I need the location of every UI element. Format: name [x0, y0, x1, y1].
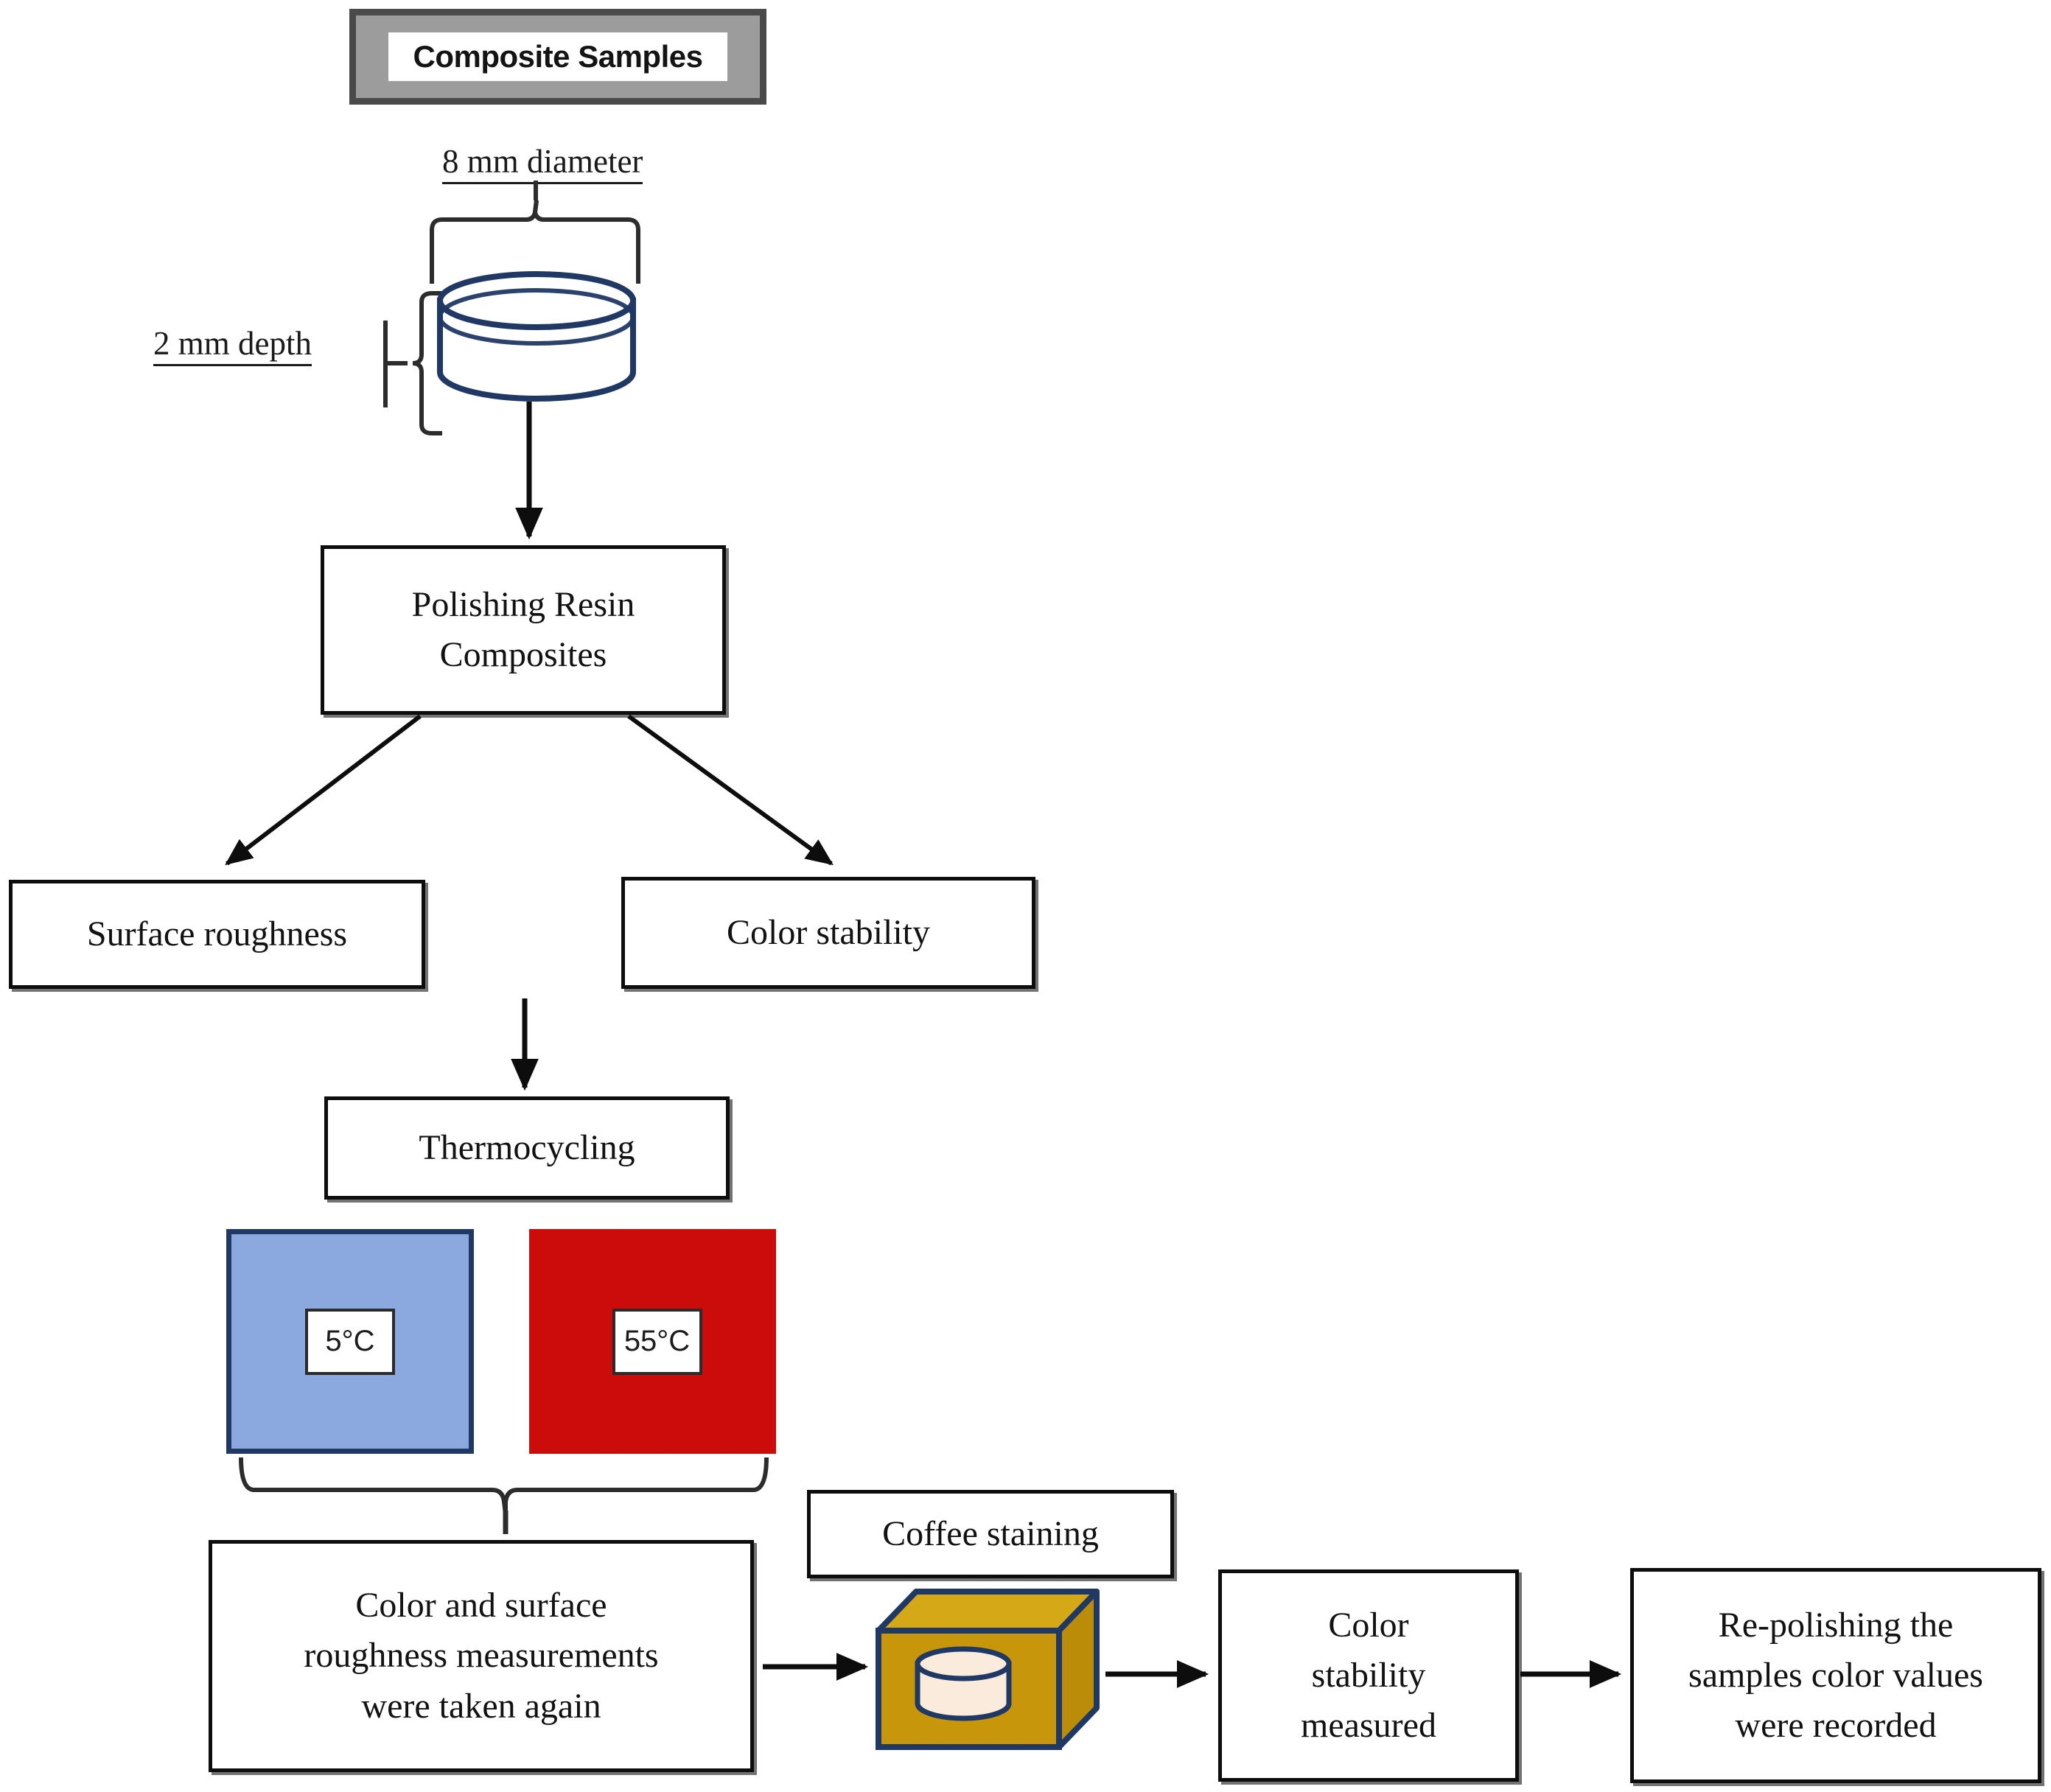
- hot-temp-value: 55°C: [612, 1308, 702, 1375]
- coffee-staining-box[interactable]: Coffee staining: [807, 1490, 1174, 1578]
- color-stability-box[interactable]: Color stability: [621, 877, 1035, 989]
- coffee-staining-label: Coffee staining: [882, 1513, 1099, 1553]
- hot-bath-square: 55°C: [529, 1229, 776, 1454]
- color-stability-measured-box[interactable]: Color stability measured: [1218, 1569, 1519, 1782]
- measurements-repeated-box[interactable]: Color and surface roughness measurements…: [209, 1540, 754, 1772]
- diameter-brace: [430, 181, 640, 284]
- repolishing-line-1: Re-polishing the: [1718, 1605, 1954, 1645]
- depth-label: 2 mm depth: [153, 324, 312, 366]
- thermocycling-label: Thermocycling: [419, 1127, 635, 1167]
- polishing-line-2: Composites: [439, 635, 607, 674]
- coffee-container-3d: [876, 1589, 1100, 1750]
- cold-bath-square: 5°C: [226, 1229, 474, 1454]
- measurements-line-1: Color and surface: [355, 1586, 607, 1625]
- color-stability-label: Color stability: [727, 912, 930, 952]
- surface-roughness-label: Surface roughness: [86, 914, 348, 953]
- arrow-polishing-to-color-stability: [627, 714, 834, 866]
- surface-roughness-box[interactable]: Surface roughness: [9, 880, 425, 989]
- cold-temp-value: 5°C: [305, 1308, 395, 1375]
- thermocycling-box[interactable]: Thermocycling: [324, 1096, 730, 1200]
- composite-samples-header: Composite Samples: [349, 9, 766, 105]
- color-stability-measured-line-2: stability: [1311, 1655, 1426, 1695]
- measurements-line-3: were taken again: [361, 1686, 601, 1726]
- depth-brace: [383, 291, 442, 435]
- thermocycling-brace: [239, 1457, 769, 1534]
- arrow-polishing-to-surface-roughness: [225, 714, 422, 866]
- diameter-label: 8 mm diameter: [442, 142, 643, 184]
- measurements-line-2: roughness measurements: [304, 1636, 659, 1676]
- color-stability-measured-line-3: measured: [1301, 1706, 1436, 1746]
- color-stability-measured-line-1: Color: [1328, 1605, 1409, 1645]
- polishing-resin-composites-box[interactable]: Polishing Resin Composites: [321, 545, 726, 715]
- repolishing-line-3: were recorded: [1735, 1706, 1937, 1746]
- repolishing-line-2: samples color values: [1688, 1655, 1983, 1695]
- repolishing-box[interactable]: Re-polishing the samples color values we…: [1630, 1568, 2041, 1783]
- composite-specimen-disc: [437, 271, 636, 402]
- composite-samples-label: Composite Samples: [388, 32, 727, 81]
- polishing-line-1: Polishing Resin: [411, 584, 635, 624]
